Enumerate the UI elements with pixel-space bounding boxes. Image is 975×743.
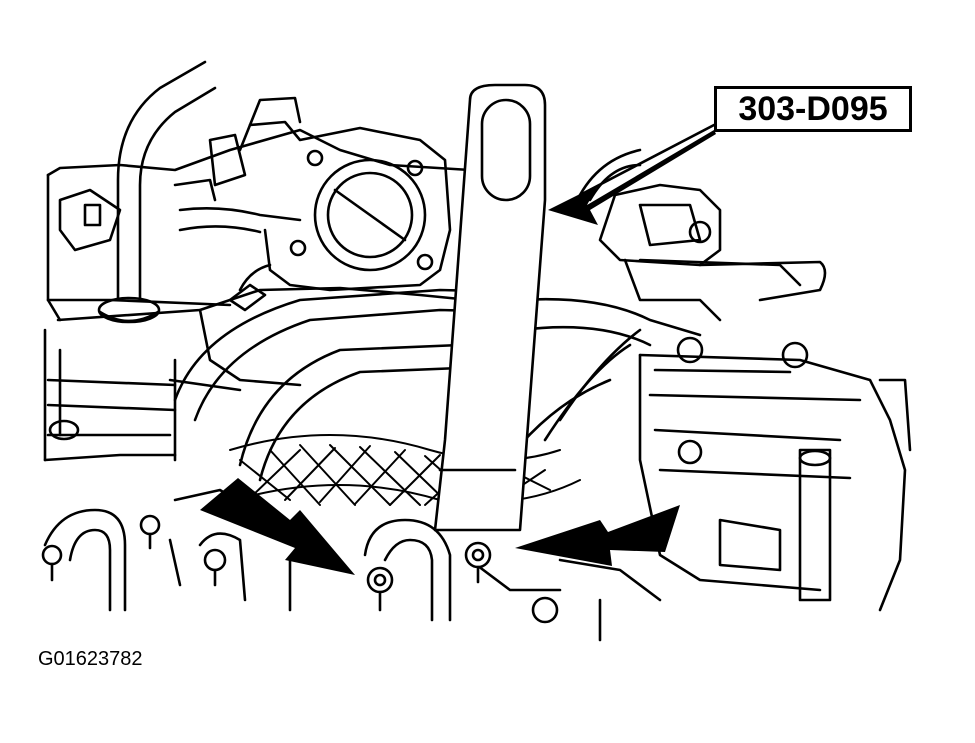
callout-leader [578, 123, 716, 197]
bolt-icon [41, 514, 492, 612]
arrow-icon [515, 505, 680, 566]
wrench-tool [433, 83, 547, 532]
sensor-bracket [598, 183, 827, 322]
tool-callout-label: 303-D095 [714, 86, 912, 132]
throttle-body [173, 96, 452, 292]
vacuum-hose [97, 60, 217, 324]
engine-block-outline [43, 128, 472, 462]
right-assembly [638, 336, 912, 612]
arrow-icon [200, 478, 355, 575]
wiring-harness-left [178, 207, 302, 312]
figure-id: G01623782 [38, 648, 143, 670]
arrow-icon [548, 130, 716, 225]
main-hose [173, 288, 702, 482]
exhaust-manifold [43, 488, 662, 642]
